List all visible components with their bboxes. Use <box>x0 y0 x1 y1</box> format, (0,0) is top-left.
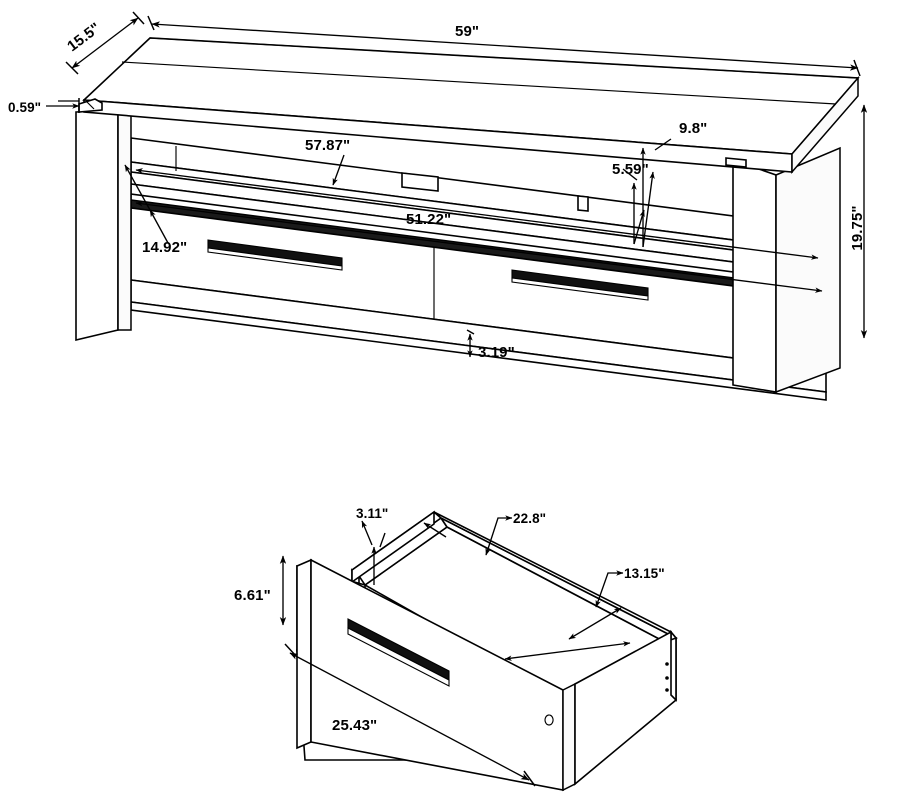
dimension-drawer-side-height-label: 3.11" <box>356 506 388 521</box>
dimension-top-overhang: 0.59" <box>8 98 80 115</box>
dimension-drawer-bank-width: 51.22" <box>135 201 823 293</box>
console-shelf-right-block <box>577 195 589 212</box>
dimension-overall-height-label: 19.75" <box>849 205 866 250</box>
dimension-open-shelf-height-label: 9.8" <box>679 120 707 137</box>
dimension-depth-top-label: 15.5" <box>64 19 104 55</box>
dimension-base-clearance-label: 3.19" <box>478 344 515 361</box>
console-top-left-tab <box>78 98 103 113</box>
dimension-drawer-inner-width: 22.8" <box>423 511 546 556</box>
drawer-front-face <box>296 558 312 750</box>
dimension-drawer-front-width: 25.43" <box>284 643 536 787</box>
console-right-leg-panel <box>732 146 841 394</box>
dimension-overall-width-label: 59" <box>455 23 479 40</box>
console-assembly-view: 15.5" 59" 0.59" 57.87" <box>8 11 868 401</box>
dimension-drawer-inner-depth-label: 13.15" <box>624 566 665 581</box>
dimension-drawer-bank-width-label: 51.22" <box>406 211 451 228</box>
dimension-overall-width: 59" <box>147 15 861 77</box>
console-left-leg-panel <box>75 108 132 342</box>
dimension-overall-height: 19.75" <box>849 104 868 339</box>
dimension-drawer-inner-width-label: 22.8" <box>513 511 546 526</box>
dimension-shelf-clearance-label: 5.59" <box>612 161 649 178</box>
dimension-drawer-side-height: 3.11" <box>356 506 388 585</box>
dimension-side-panel-offset-label: 14.92" <box>142 239 187 256</box>
dimension-drawer-front-width-label: 25.43" <box>332 717 377 734</box>
drawer-right-side-wall <box>574 630 678 786</box>
dimension-top-overhang-label: 0.59" <box>8 100 41 115</box>
dimension-shelf-width-label: 57.87" <box>305 137 350 154</box>
drawer-box-view: 3.11" 22.8" 13.15" 6 <box>234 506 679 792</box>
console-top-right-tab <box>725 157 747 168</box>
drawer-rear-left-wall <box>351 510 435 584</box>
dimension-base-clearance: 3.19" <box>466 329 515 361</box>
dimension-side-panel-offset: 14.92" <box>124 164 187 256</box>
console-shelf-center-block <box>401 172 439 192</box>
dimension-drawer-front-height: 6.61" <box>234 555 287 626</box>
console-top-right-edge <box>791 75 859 175</box>
drawer-hardware-holes <box>544 662 669 726</box>
dimension-drawer-front-height-label: 6.61" <box>234 587 271 604</box>
drawer-front-right-edge <box>562 682 576 792</box>
